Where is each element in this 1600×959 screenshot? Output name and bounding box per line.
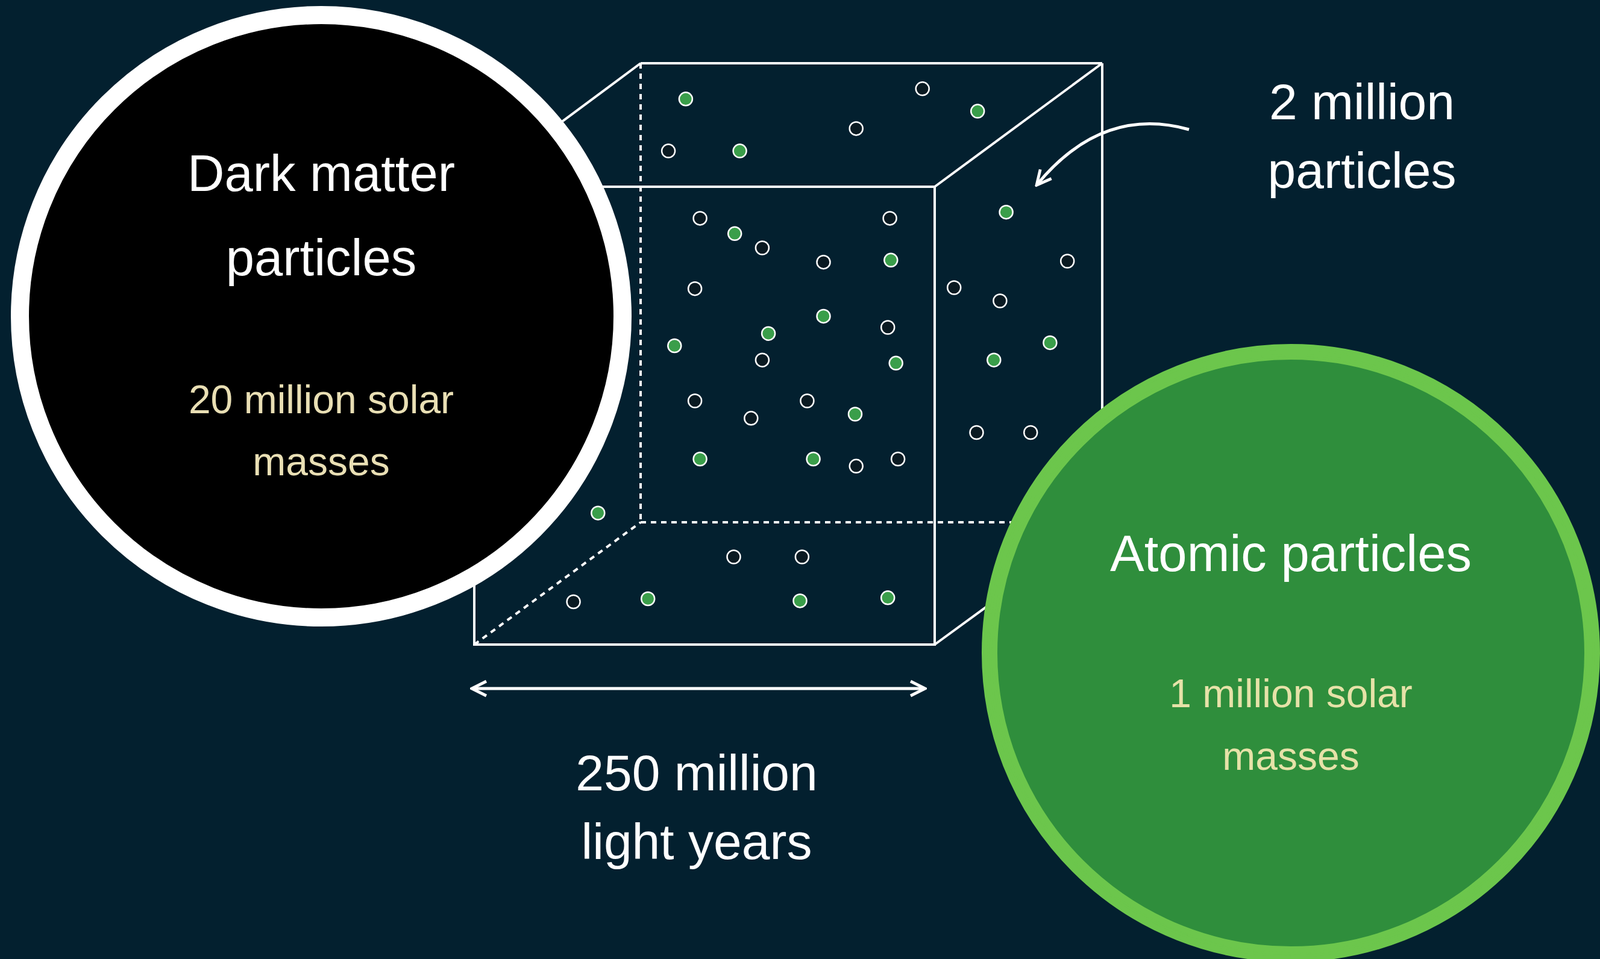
mass-text: 1 million solar masses <box>1098 662 1484 788</box>
callout-label: 2 million particles <box>1205 67 1519 205</box>
dark-matter-dot <box>567 595 581 609</box>
circle-outline <box>9 4 633 628</box>
dark-matter-dot <box>688 282 702 296</box>
dark-matter-dot <box>795 550 809 565</box>
dark-matter-dot <box>1023 426 1038 440</box>
dark-matter-dot <box>891 452 905 466</box>
dark-matter-dot <box>755 241 769 255</box>
atomic-dot <box>881 591 895 605</box>
dark-matter-dot <box>849 121 863 135</box>
atomic-dot <box>793 594 807 608</box>
atomic-dot <box>970 104 985 119</box>
atomic-dot <box>667 339 681 353</box>
atomic-dot <box>848 407 862 422</box>
dimension-arrow <box>473 687 924 691</box>
dark-matter-dot <box>970 426 984 440</box>
dark-matter-circle: Dark matter particles 20 million solar ma… <box>9 4 633 628</box>
atomic-dot <box>987 353 1001 368</box>
dark-matter-dot <box>744 411 758 425</box>
atomic-dot <box>733 144 747 158</box>
atomic-dot <box>761 327 775 341</box>
dark-matter-dot <box>916 81 930 96</box>
callout-arrow <box>1037 124 1190 184</box>
atomic-dot <box>1043 336 1057 350</box>
atomic-dot <box>727 227 742 241</box>
dark-matter-dot <box>993 294 1007 308</box>
dark-matter-dot <box>947 281 961 295</box>
dark-matter-dot <box>881 321 895 335</box>
dark-matter-dot <box>800 394 814 408</box>
atomic-dot <box>806 452 821 466</box>
mass-text: 20 million solar masses <box>128 368 515 493</box>
dark-matter-dot <box>727 550 741 565</box>
atomic-dot <box>591 506 605 521</box>
circle-outline <box>979 342 1600 959</box>
dark-matter-dot <box>883 211 897 225</box>
dark-matter-dot <box>1060 254 1074 269</box>
dark-matter-dot <box>661 144 675 158</box>
atomic-dot <box>884 253 898 267</box>
circle-heading: Dark matter particles <box>92 131 551 301</box>
circle-heading: Atomic particles <box>1019 517 1563 590</box>
atomic-dot <box>999 205 1014 219</box>
dark-matter-dot <box>755 353 769 368</box>
atomic-dot <box>679 92 693 106</box>
atomic-dot <box>693 452 707 466</box>
particle-dots <box>567 81 1075 609</box>
atomic-dot <box>889 356 903 371</box>
dark-matter-dot <box>688 394 702 408</box>
dimension-label: 250 million light years <box>539 738 854 877</box>
dark-matter-dot <box>817 255 831 269</box>
dark-matter-dot <box>849 459 863 474</box>
atomic-dot <box>817 309 831 324</box>
dark-matter-dot <box>693 211 707 225</box>
atomic-dot <box>641 592 655 606</box>
atomic-circle: Atomic particles 1 million solar masses <box>979 342 1600 959</box>
